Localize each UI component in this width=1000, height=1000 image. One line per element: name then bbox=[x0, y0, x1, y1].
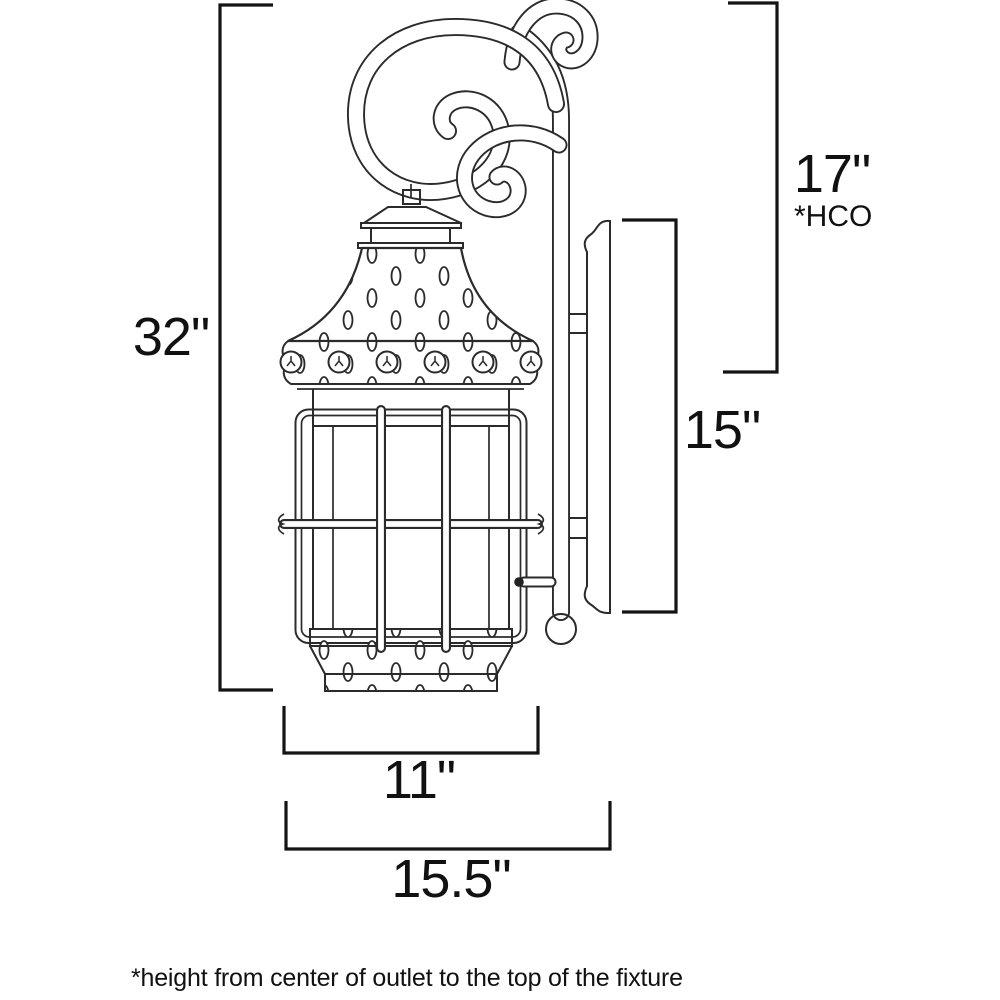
dim-label-15: 15" bbox=[684, 400, 760, 460]
mount-clamp-top bbox=[568, 313, 588, 334]
dimension-hco: 17" *HCO bbox=[723, 1, 872, 374]
rosette bbox=[279, 350, 303, 374]
cage-vertical-bars bbox=[376, 405, 451, 653]
lantern-cage bbox=[277, 408, 545, 644]
dim-bracket-15-5 bbox=[284, 801, 612, 851]
dim-label-32: 32" bbox=[133, 307, 209, 367]
rosette bbox=[375, 350, 399, 374]
dim-label-15-5: 15.5" bbox=[391, 849, 510, 909]
scroll-arm bbox=[346, 0, 599, 645]
dim-bracket-15 bbox=[622, 218, 678, 614]
cap-base-bar bbox=[360, 222, 462, 229]
cap-roof bbox=[360, 206, 462, 224]
rosette bbox=[423, 350, 447, 374]
dimension-backplate-height: 15" bbox=[622, 218, 761, 614]
wall-backplate bbox=[568, 219, 611, 615]
dim-label-17: 17" bbox=[794, 144, 870, 204]
dimension-overall-width: 15.5" bbox=[284, 801, 612, 909]
cage-crimp-left bbox=[277, 513, 286, 535]
mount-clamp-bottom bbox=[568, 517, 588, 539]
dim-bracket-17 bbox=[723, 1, 779, 374]
arm-connector bbox=[514, 576, 557, 588]
rosettes bbox=[279, 350, 543, 374]
dim-label-11: 11" bbox=[383, 750, 455, 810]
perforated-bell bbox=[287, 246, 534, 343]
lantern-base bbox=[309, 628, 513, 692]
dim-bracket-11 bbox=[282, 706, 540, 755]
rosette-band bbox=[281, 340, 540, 385]
connector-knob bbox=[514, 577, 524, 587]
dimension-body-width: 11" bbox=[282, 706, 540, 810]
rosette bbox=[471, 350, 495, 374]
rosette bbox=[327, 350, 351, 374]
base-foot-band bbox=[324, 674, 498, 692]
base-perforated-fill bbox=[310, 629, 512, 691]
footnote: *height from center of outlet to the top… bbox=[131, 964, 683, 992]
cage-crimp-right bbox=[536, 513, 545, 535]
base-taper bbox=[309, 645, 513, 675]
lantern-body bbox=[279, 184, 543, 629]
arm-ball-finial bbox=[545, 613, 577, 645]
dim-label-hco: *HCO bbox=[794, 200, 872, 233]
arm-large-scroll-core bbox=[348, 19, 564, 200]
rosette bbox=[519, 350, 543, 374]
finial-block bbox=[402, 189, 421, 205]
dim-bracket-32 bbox=[218, 3, 273, 692]
arm-lower-scroll-core bbox=[458, 126, 566, 217]
arm-top-scroll-core bbox=[505, 0, 597, 69]
glass-housing bbox=[312, 389, 510, 629]
backplate-profile bbox=[583, 219, 611, 615]
dimension-overall-height: 32" bbox=[133, 3, 273, 692]
